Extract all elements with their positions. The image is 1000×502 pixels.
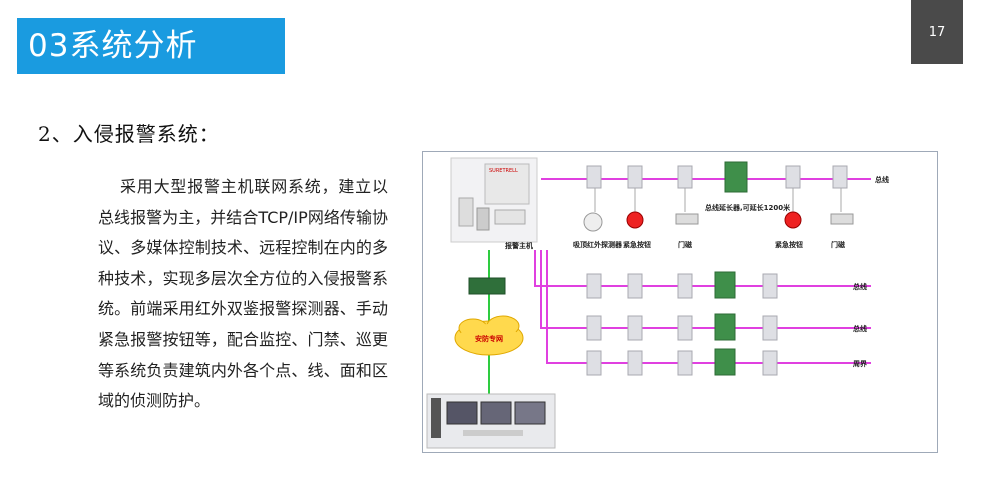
extender-label: 总线延长器,可延长1200米 (705, 203, 791, 212)
bus-label-3: 总线 (853, 324, 867, 333)
detector-label: 吸顶红外探测器 (573, 240, 623, 249)
alarm-host: SURETRELL 报警主机 (450, 157, 538, 250)
bus-label-2: 总线 (853, 282, 867, 291)
diagram-canvas: SURETRELL 报警主机 总线延长器,可延长1200米 吸顶红外探测器 紧急… (426, 157, 889, 449)
network-board (468, 277, 506, 295)
lower-bus-modules (586, 273, 778, 376)
host-label: 报警主机 (505, 241, 533, 250)
bus1-modules (586, 165, 848, 189)
bus-line-2 (534, 250, 871, 287)
slide-title: 03系统分析 (17, 18, 285, 74)
bus-line-4 (546, 250, 871, 364)
lower-bus-extenders (714, 271, 736, 376)
bus-lines (534, 178, 871, 364)
bus-extender-board (724, 161, 748, 193)
section-heading: 2、入侵报警系统： (38, 122, 220, 146)
panel-brand: SURETRELL (489, 168, 518, 174)
bus-label-1: 总线 (875, 175, 889, 184)
device-drops (594, 186, 842, 212)
door-contact-label-1: 门磁 (678, 240, 692, 249)
bus1-devices (583, 211, 854, 232)
bus-label-4: 周界 (853, 359, 868, 368)
network-cloud: 安防专网 (454, 315, 524, 356)
page-number: 17 (911, 0, 963, 64)
network-label: 安防专网 (475, 334, 503, 343)
emergency-button-label-2: 紧急按钮 (775, 240, 803, 249)
bus-line-3 (540, 250, 871, 329)
alarm-system-diagram: SURETRELL 报警主机 总线延长器,可延长1200米 吸顶红外探测器 紧急… (422, 151, 938, 453)
emergency-button-label-1: 紧急按钮 (623, 240, 651, 249)
body-paragraph: 采用大型报警主机联网系统，建立以总线报警为主，并结合TCP/IP网络传输协议、多… (98, 177, 388, 411)
workstation (426, 393, 556, 449)
door-contact-label-2: 门磁 (831, 240, 845, 249)
